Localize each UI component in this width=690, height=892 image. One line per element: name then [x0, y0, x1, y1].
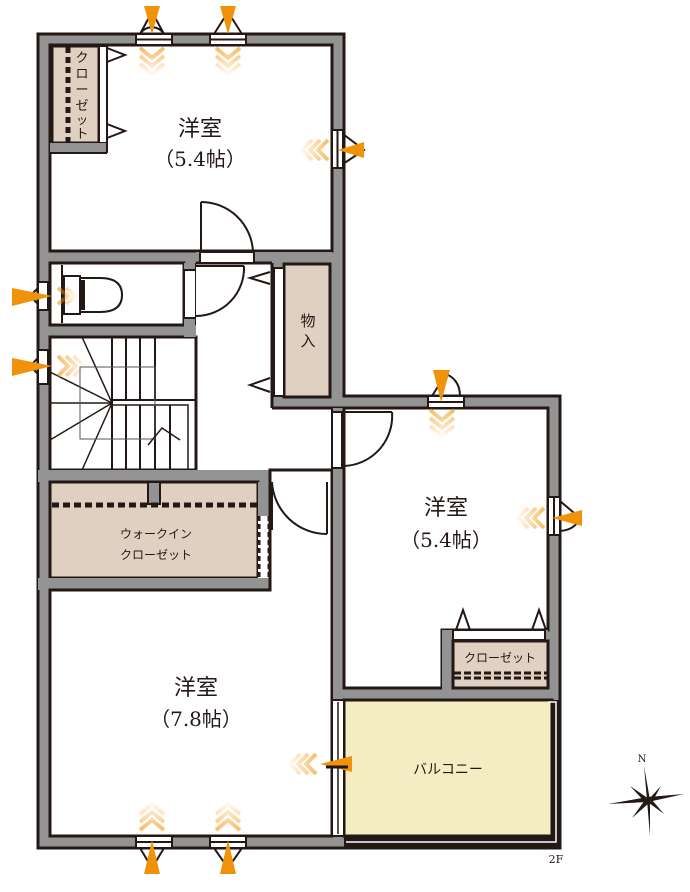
- bedroom-north-size: （5.4帖）: [154, 147, 246, 171]
- bedroom-south-size: （7.8帖）: [150, 707, 242, 731]
- closet-east-label: クローゼット: [464, 651, 536, 665]
- svg-text:ッ: ッ: [76, 113, 88, 127]
- staircase: [48, 325, 198, 472]
- svg-text:ロ: ロ: [75, 67, 88, 82]
- window-north-1[interactable]: [135, 6, 173, 77]
- window-toilet[interactable]: [12, 281, 80, 311]
- window-south-2[interactable]: [209, 801, 247, 874]
- bedroom-east-size: （5.4帖）: [400, 528, 492, 552]
- balcony: [342, 698, 554, 838]
- bedroom-east-name: 洋室: [424, 496, 468, 521]
- window-south-1[interactable]: [135, 801, 173, 874]
- closet-north-char: ク: [75, 51, 88, 66]
- door-bedroom-south[interactable]: [271, 481, 328, 536]
- door-toilet[interactable]: [195, 265, 246, 318]
- door-bedroom-east[interactable]: [331, 411, 394, 469]
- storage-closet: [282, 262, 332, 399]
- window-north-east[interactable]: [299, 129, 366, 169]
- svg-text:ト: ト: [75, 127, 88, 142]
- floor-label: 2F: [549, 853, 564, 866]
- door-bedroom-north[interactable]: [200, 201, 254, 253]
- closet-door-north[interactable]: [106, 47, 128, 139]
- window-stairs[interactable]: [12, 349, 87, 385]
- balcony-label: バルコニー: [413, 762, 483, 778]
- bedroom-south-name: 洋室: [174, 676, 218, 701]
- hallway: [196, 263, 332, 470]
- storage-label-2: 入: [300, 332, 315, 350]
- closet-east: [451, 639, 550, 690]
- walk-in-closet-line1: ウォークイン: [120, 527, 192, 541]
- walk-in-closet-line2: クローゼット: [120, 548, 192, 562]
- window-east-side[interactable]: [515, 496, 582, 536]
- svg-text:ー: ー: [75, 83, 88, 98]
- window-balcony-door[interactable]: [287, 752, 352, 776]
- compass-icon: N: [608, 754, 684, 836]
- storage-label-1: 物: [300, 312, 315, 330]
- bedroom-north-name: 洋室: [178, 117, 222, 142]
- closet-north-label: ク ロ ー ゼ ッ ト: [75, 51, 88, 142]
- compass-north-label: N: [638, 754, 647, 765]
- window-east-north[interactable]: [427, 370, 465, 439]
- svg-text:ゼ: ゼ: [75, 99, 88, 114]
- window-north-2[interactable]: [209, 6, 247, 77]
